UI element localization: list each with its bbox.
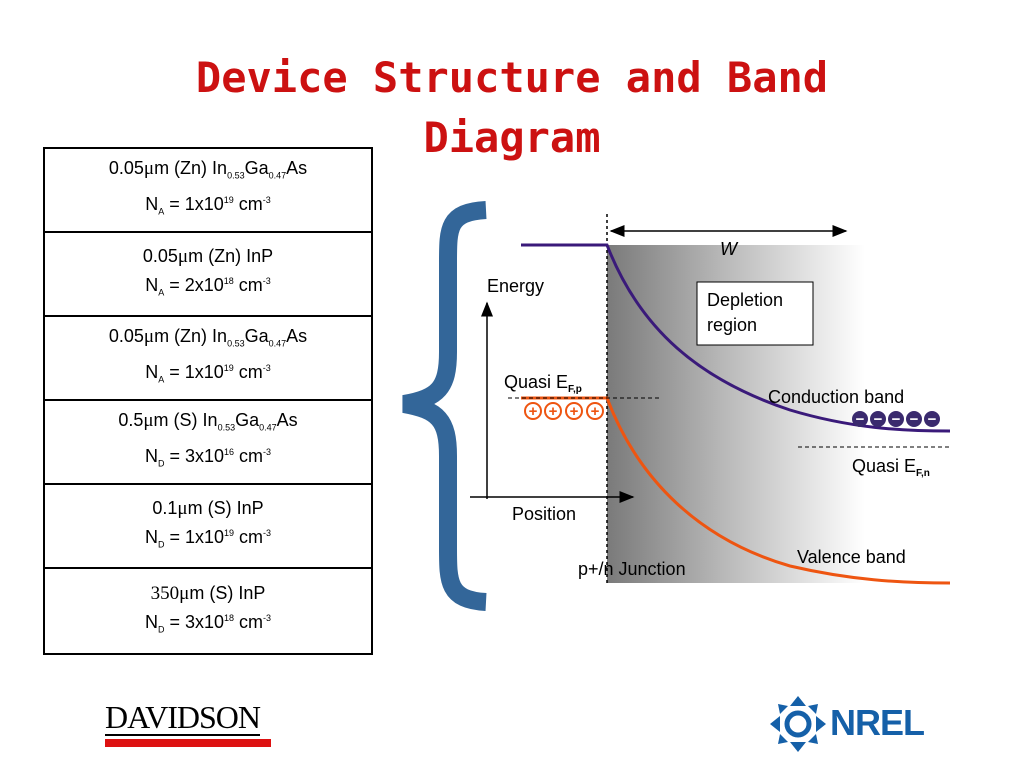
- electron-sign-5: −: [928, 411, 937, 428]
- layer-3: 0.05μm (Zn) In0.53Ga0.47As NA = 1x1019 c…: [45, 317, 371, 401]
- curly-brace: [402, 201, 487, 611]
- electron-sign-3: −: [892, 411, 901, 428]
- conduction-band-label: Conduction band: [768, 387, 904, 407]
- electron-1: [852, 411, 868, 427]
- davidson-logo: DAVIDSON: [105, 699, 271, 747]
- quasi-fermi-p-label: Quasi EF,p: [504, 372, 582, 395]
- conduction-band-curve: [521, 243, 951, 433]
- title-line-2: Diagram: [423, 113, 601, 162]
- layer-5-composition: 0.1μm (S) InP: [152, 497, 264, 519]
- hole-sign-1: +: [529, 403, 538, 420]
- layer-5: 0.1μm (S) InP ND = 1x1019 cm-3: [45, 485, 371, 569]
- layer-3-composition: 0.05μm (Zn) In0.53Ga0.47As: [108, 326, 308, 349]
- electron-sign-4: −: [910, 411, 919, 428]
- junction-label: p+/n Junction: [578, 559, 686, 579]
- electron-sign-1: −: [856, 411, 865, 428]
- layer-2-composition: 0.05μm (Zn) InP: [142, 245, 274, 267]
- layer-stack: 0.05μm (Zn) In0.53Ga0.47As NA = 1x1019 c…: [43, 147, 373, 655]
- hole-2: [544, 402, 562, 420]
- title-line-1: Device Structure and Band: [195, 53, 829, 102]
- layer-4-composition: 0.5μm (S) In0.53Ga0.47As: [118, 410, 298, 433]
- electron-sign-2: −: [874, 411, 883, 428]
- electron-5: [924, 411, 940, 427]
- hole-3: [565, 402, 583, 420]
- position-label: Position: [512, 504, 576, 524]
- hole-4: [586, 402, 604, 420]
- nrel-logo-icon: [770, 696, 826, 752]
- layer-1-doping: NA = 1x1019 cm-3: [145, 194, 271, 217]
- layer-6: 350μm (S) InP ND = 3x1018 cm-3: [45, 569, 371, 653]
- layer-1: 0.05μm (Zn) In0.53Ga0.47As NA = 1x1019 c…: [45, 149, 371, 233]
- quasi-fermi-n-label: Quasi EF,n: [852, 456, 930, 479]
- electron-4: [906, 411, 922, 427]
- davidson-logo-bar: [105, 739, 271, 747]
- depletion-label-line-2: region: [707, 315, 757, 335]
- layer-1-composition: 0.05μm (Zn) In0.53Ga0.47As: [108, 158, 308, 181]
- electron-3: [888, 411, 904, 427]
- layer-3-doping: NA = 1x1019 cm-3: [145, 362, 271, 385]
- electrons-group: [852, 411, 940, 427]
- hole-sign-3: +: [570, 403, 579, 420]
- hole-1: [524, 402, 542, 420]
- nrel-logo-text: NREL: [830, 702, 925, 743]
- layer-4-doping: ND = 3x1016 cm-3: [144, 446, 272, 469]
- holes-group: [524, 402, 604, 420]
- layer-4: 0.5μm (S) In0.53Ga0.47As ND = 3x1016 cm-…: [45, 401, 371, 485]
- layer-6-doping: ND = 3x1018 cm-3: [144, 611, 272, 635]
- layer-6-composition: 350μm (S) InP: [150, 582, 266, 604]
- valence-band-curve: [521, 396, 951, 585]
- hole-sign-2: +: [549, 403, 558, 420]
- electron-2: [870, 411, 886, 427]
- energy-label: Energy: [487, 276, 544, 296]
- layer-5-doping: ND = 1x1019 cm-3: [144, 526, 272, 550]
- depletion-label-box: [696, 281, 814, 346]
- davidson-logo-text: DAVIDSON: [105, 699, 261, 736]
- layer-2-doping: NA = 2x1018 cm-3: [145, 274, 271, 298]
- depletion-label-line-1: Depletion: [707, 290, 783, 310]
- hole-sign-4: +: [591, 403, 600, 420]
- valence-band-label: Valence band: [797, 547, 906, 567]
- nrel-logo: NREL: [766, 692, 936, 756]
- layer-2: 0.05μm (Zn) InP NA = 2x1018 cm-3: [45, 233, 371, 317]
- w-label: W: [720, 239, 739, 259]
